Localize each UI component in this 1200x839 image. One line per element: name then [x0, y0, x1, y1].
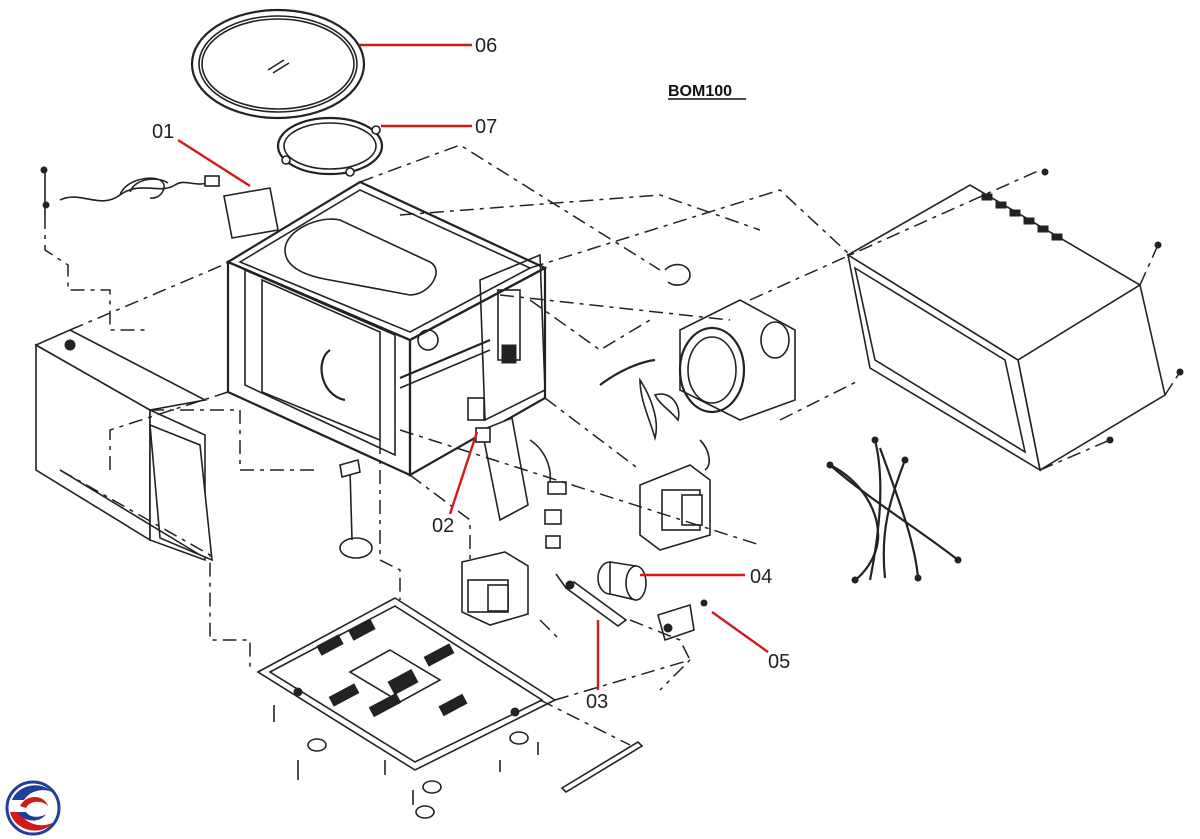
door-assembly: [34, 329, 213, 562]
part-04-capacitor: [597, 561, 647, 602]
hv-transformer-upper: [639, 439, 711, 551]
part-05-bracket: [657, 599, 708, 642]
leader-01: [177, 138, 251, 188]
trim-bar: [560, 740, 644, 794]
base-plate: [256, 597, 557, 771]
callout-04: 04: [750, 566, 772, 588]
callout-07: 07: [475, 116, 497, 138]
part-02-latch-switch-assembly: [467, 397, 567, 549]
callout-06: 06: [475, 35, 497, 57]
vent-slots: [981, 193, 1063, 241]
feet-and-screws: [273, 705, 539, 819]
part-07-roller-ring: [276, 116, 384, 177]
model-label: BOM100: [668, 83, 732, 100]
fan-motor-assembly: [599, 263, 796, 441]
part-06-glass-turntable: [190, 8, 366, 120]
base-vent-pattern: [316, 619, 468, 718]
callout-02: 02: [432, 515, 454, 537]
leader-02: [448, 431, 479, 515]
part-01-waveguide-cover: [223, 187, 279, 239]
assembly-guidelines: [44, 144, 1181, 746]
wire-harness: [826, 436, 962, 584]
callout-05: 05: [768, 651, 790, 673]
callout-labels: 06 07 01 02 03 04 05: [152, 35, 790, 713]
hv-transformer-lower: [461, 551, 529, 626]
model-label-group: BOM100: [668, 83, 746, 100]
brand-swirl-icon: [5, 780, 61, 836]
callout-01: 01: [152, 121, 174, 143]
callout-03: 03: [586, 691, 608, 713]
power-cord: [40, 166, 220, 215]
part-03-hv-diode: [555, 573, 628, 627]
turntable-motor: [339, 458, 373, 559]
leader-05: [711, 611, 769, 653]
outer-cabinet: [846, 168, 1184, 472]
callout-leaders: [177, 43, 769, 690]
